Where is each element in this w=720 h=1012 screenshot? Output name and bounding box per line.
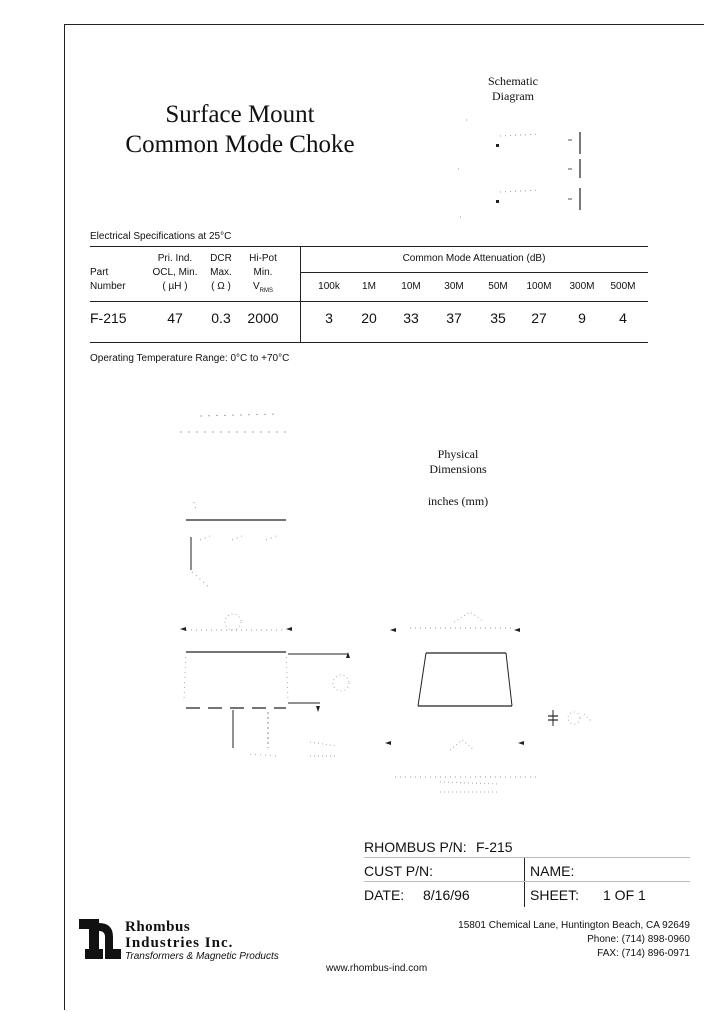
frequency-header: 10M xyxy=(401,281,421,292)
sheet-value: 1 OF 1 xyxy=(603,887,646,903)
title-block-divider xyxy=(524,857,525,907)
header-pri-ind-line-2: OCL, Min. xyxy=(152,267,198,278)
date-label: DATE: xyxy=(364,887,405,903)
operating-temp: Operating Temperature Range: 0°C to +70°… xyxy=(90,353,290,364)
attenuation-value: 35 xyxy=(490,310,506,326)
header-pri-ind-line-1: Pri. Ind. xyxy=(157,253,193,264)
schematic-label-line-2: Diagram xyxy=(492,89,534,103)
cell-pri-ind: 47 xyxy=(167,310,183,326)
spec-note: Electrical Specifications at 25°C xyxy=(90,231,232,242)
header-hipot-v: V xyxy=(252,281,260,292)
company-name-line-1: Rhombus xyxy=(125,919,191,935)
cell-dcr: 0.3 xyxy=(211,310,231,326)
schematic-label-line-1: Schematic xyxy=(488,74,538,88)
schematic-diagram xyxy=(458,119,581,218)
physical-line-1: Physical xyxy=(437,447,479,461)
company-website[interactable]: www.rhombus-ind.com xyxy=(326,963,428,974)
attenuation-value: 27 xyxy=(531,310,547,326)
attenuation-value: 33 xyxy=(403,310,419,326)
table-freq-rule xyxy=(300,272,648,273)
header-dcr-line-2: Max. xyxy=(210,267,232,278)
attenuation-value: 37 xyxy=(446,310,462,326)
table-bottom-rule xyxy=(90,342,648,343)
frame-left-border xyxy=(64,24,65,1010)
attenuation-value: 9 xyxy=(578,310,586,326)
header-dcr-line-1: DCR xyxy=(210,253,232,264)
table-header-rule xyxy=(90,301,648,302)
header-part-line-2: Number xyxy=(90,281,126,292)
sheet-label: SHEET: xyxy=(530,887,580,903)
company-tagline: Transformers & Magnetic Products xyxy=(125,951,279,962)
tolerance-mark xyxy=(548,710,593,726)
title-line-2: Common Mode Choke xyxy=(125,131,355,158)
header-pri-ind-line-3: ( µH ) xyxy=(162,281,188,292)
table-divider xyxy=(300,246,301,342)
rhombus-pn-value: F-215 xyxy=(476,839,513,855)
rhombus-pn-label: RHOMBUS P/N: xyxy=(364,839,467,855)
name-label: NAME: xyxy=(530,863,575,879)
frequency-header: 30M xyxy=(444,281,464,292)
attenuation-value: 4 xyxy=(619,310,627,326)
header-dcr-line-3: ( Ω ) xyxy=(211,281,231,292)
physical-dimensions-label: Physical Dimensions xyxy=(410,447,506,477)
schematic-label: Schematic Diagram xyxy=(470,74,556,104)
physical-units: inches (mm) xyxy=(427,494,489,508)
company-phone: Phone: (714) 898-0960 xyxy=(587,934,690,945)
cell-part: F-215 xyxy=(90,310,127,326)
date-value: 8/16/96 xyxy=(423,887,470,903)
header-hipot-line-1: Hi-Pot xyxy=(249,253,277,264)
header-attenuation: Common Mode Attenuation (dB) xyxy=(402,253,546,264)
header-part-line-1: Part xyxy=(90,267,109,278)
rhombus-logo-icon xyxy=(79,919,121,959)
header-dcr: DCR Max. ( Ω ) xyxy=(202,252,240,294)
frequency-header: 100M xyxy=(526,281,552,292)
frequency-header: 50M xyxy=(488,281,508,292)
mechanical-drawing xyxy=(180,413,538,793)
table-top-rule xyxy=(90,246,648,247)
header-hipot-line-2: Min. xyxy=(253,267,273,278)
frequency-header: 100k xyxy=(318,281,340,292)
cust-pn-label: CUST P/N: xyxy=(364,863,433,879)
frequency-header: 500M xyxy=(610,281,636,292)
company-name-line-2: Industries Inc. xyxy=(125,935,234,951)
company-fax: FAX: (714) 896-0971 xyxy=(597,948,690,959)
title-block-rule-2 xyxy=(364,881,690,882)
header-part: Part Number xyxy=(90,266,140,294)
attenuation-value: 3 xyxy=(325,310,333,326)
header-hipot: Hi-Pot Min. VRMS xyxy=(240,252,286,298)
title-line-1: Surface Mount xyxy=(165,101,315,128)
title-block-rule-1 xyxy=(364,857,690,858)
company-address: 15801 Chemical Lane, Huntington Beach, C… xyxy=(458,920,690,931)
header-hipot-line-3: VRMS xyxy=(240,280,286,298)
attenuation-value: 20 xyxy=(361,310,377,326)
header-pri-ind: Pri. Ind. OCL, Min. ( µH ) xyxy=(145,252,205,294)
frequency-header: 1M xyxy=(362,281,376,292)
cell-hipot: 2000 xyxy=(247,310,279,326)
physical-line-2: Dimensions xyxy=(429,462,487,476)
frame-top-border xyxy=(64,24,704,25)
header-hipot-rms: RMS xyxy=(259,288,273,294)
frequency-header: 300M xyxy=(569,281,595,292)
